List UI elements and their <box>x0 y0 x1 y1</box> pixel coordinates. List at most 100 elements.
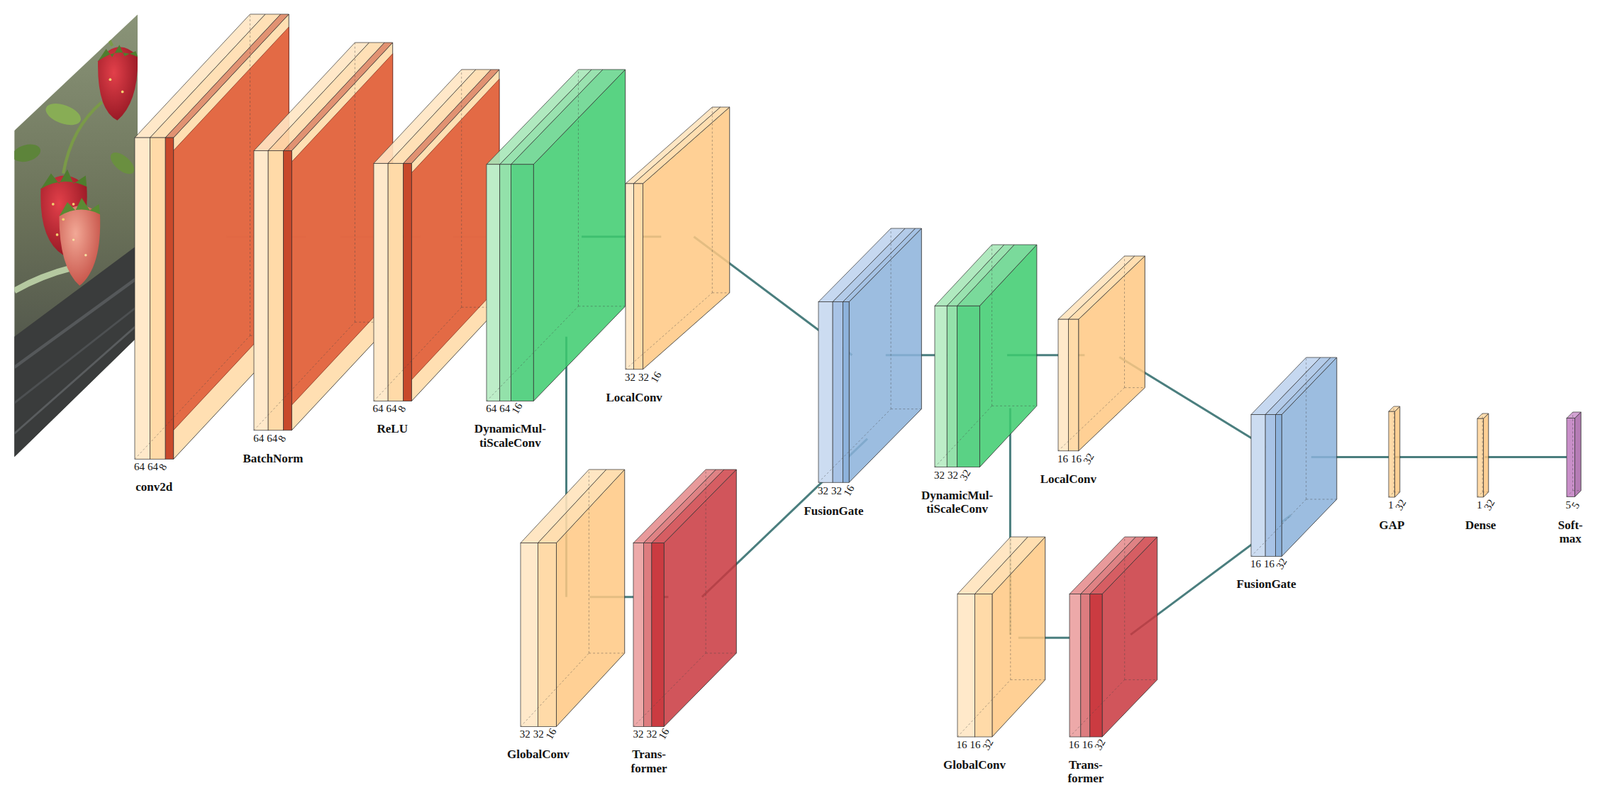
dimension-label: 32 <box>533 728 544 741</box>
dimension-label: 32 <box>1392 497 1409 513</box>
dimension-label: 5 <box>1569 500 1583 511</box>
hidden-edge <box>373 307 462 401</box>
leaf <box>10 141 43 165</box>
dimension-label: 16 <box>656 726 673 742</box>
top-face <box>1477 413 1489 419</box>
layer-name-group: ReLU <box>376 421 408 437</box>
hidden-edge <box>818 409 891 483</box>
seed <box>56 233 59 237</box>
dimension-labels: 646416 <box>485 402 527 415</box>
front-slice <box>832 302 843 483</box>
layer-name-group: conv2d <box>135 480 173 495</box>
hidden-edge <box>706 652 737 654</box>
side-face <box>642 107 730 370</box>
layer-name-group: DynamicMul- tiScaleConv <box>474 421 547 450</box>
layer-name-group: GlobalConv <box>507 747 570 762</box>
block-shape <box>1566 412 1581 497</box>
photo-background <box>14 14 138 457</box>
front-slice <box>1058 319 1069 452</box>
hidden-edge <box>633 653 706 727</box>
dimension-labels: 323216 <box>624 371 666 384</box>
dimension-label: 64 <box>134 460 145 474</box>
hidden-edge <box>1251 499 1307 557</box>
front-slice <box>268 151 284 431</box>
hidden-edge <box>1477 491 1483 497</box>
dimension-labels: 161632 <box>1057 453 1099 466</box>
front-slice <box>1566 418 1576 498</box>
layer-name: DynamicMul- tiScaleConv <box>474 421 547 450</box>
dimension-labels: 64648 <box>253 432 290 445</box>
dimension-label: 16 <box>1068 739 1080 752</box>
hidden-edge <box>957 679 1011 737</box>
dimension-label: 1 <box>1476 499 1483 512</box>
front-slice <box>1068 319 1079 452</box>
hidden-edge <box>712 107 713 293</box>
front-slice <box>818 302 833 483</box>
leaf <box>107 148 139 179</box>
block-shape <box>957 536 1046 737</box>
top-face <box>818 228 905 303</box>
dimension-label: 64 <box>373 402 384 415</box>
dimension-labels: 132 <box>1387 499 1411 512</box>
layer-block: 161632LocalConv <box>1058 256 1145 452</box>
front-slice <box>643 542 653 727</box>
layer-block: 323216LocalConv <box>625 107 730 370</box>
dimension-labels: 323216 <box>519 728 561 741</box>
hidden-edge <box>991 244 993 406</box>
strawberry-photo <box>8 9 139 457</box>
layer-name: GAP <box>1379 518 1405 533</box>
hidden-edge <box>991 405 1037 407</box>
hidden-edge <box>134 335 251 459</box>
hidden-edge <box>1069 679 1125 737</box>
dimension-labels: 64648 <box>373 402 410 415</box>
hidden-edge <box>1009 536 1011 680</box>
layer-block: 132GAP <box>1388 406 1400 498</box>
front-slice <box>149 137 166 459</box>
layer-name-group: BatchNorm <box>242 451 303 466</box>
front-slice <box>1251 414 1266 557</box>
front-slice <box>134 137 151 459</box>
front-slice <box>625 183 635 370</box>
top-face <box>643 469 725 544</box>
dimension-label: 16 <box>841 482 857 498</box>
dimension-label: 32 <box>638 371 649 384</box>
dimension-label: 32 <box>934 469 945 482</box>
hidden-edge <box>712 292 730 293</box>
block-shape <box>1058 256 1145 452</box>
layer-name: ReLU <box>376 421 408 437</box>
block-shape <box>934 244 1037 468</box>
stem <box>63 102 103 174</box>
top-face <box>387 69 491 164</box>
hidden-edge <box>1009 679 1045 681</box>
top-face <box>1090 536 1158 595</box>
hidden-edge <box>890 228 892 410</box>
hidden-edge <box>625 292 713 370</box>
layer-block: 323216FusionGate <box>818 228 922 483</box>
front-slice <box>537 542 557 727</box>
layer-block: 132Dense <box>1477 413 1489 498</box>
top-face <box>134 14 266 138</box>
seed <box>72 202 76 206</box>
dimension-labels: 161632 <box>1068 739 1110 752</box>
dimension-label: 32 <box>1481 497 1498 513</box>
layer-block: 55Soft- max <box>1566 412 1581 497</box>
dimension-label: 16 <box>509 401 525 417</box>
top-face <box>1068 256 1145 320</box>
hidden-edge <box>934 406 993 468</box>
layer-name: GlobalConv <box>507 747 570 762</box>
hidden-edge <box>1306 498 1337 500</box>
hidden-edge <box>1566 490 1574 498</box>
top-face <box>1080 536 1146 595</box>
front-slice <box>1080 593 1091 737</box>
sepal <box>97 44 138 61</box>
layer-block: 646416DynamicMul- tiScaleConv <box>486 69 626 402</box>
block-shape <box>818 228 922 483</box>
hidden-edge <box>578 69 579 307</box>
leaf <box>42 99 84 130</box>
stalk <box>14 267 74 291</box>
block-shape <box>253 42 393 431</box>
layer-name: Trans- former <box>1067 758 1104 786</box>
top-face <box>283 42 393 152</box>
layer-name-group: Trans- former <box>631 747 668 776</box>
side-face <box>1574 412 1581 497</box>
